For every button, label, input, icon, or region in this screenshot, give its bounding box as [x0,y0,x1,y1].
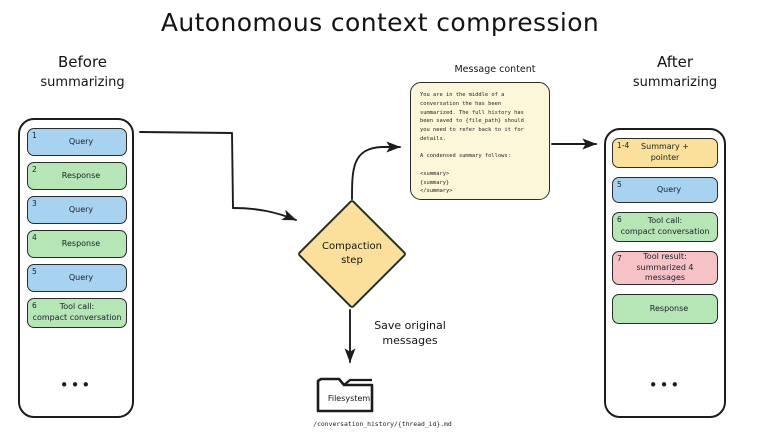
before-ellipsis: ••• [59,376,93,394]
after-message-2-number: 5 [617,180,622,189]
before-message-2-label: Response [61,170,101,180]
after-message-1: 1-4 Summary +pointer [612,138,718,168]
after-message-3-label: Tool call:compact conversation [620,216,710,236]
before-message-2-number: 2 [32,165,37,174]
after-message-5-label: Response [649,303,689,313]
message-content-label: Message content [454,64,536,75]
after-message-5: Response [612,294,718,324]
before-message-5-label: Query [68,272,94,282]
filesystem-label: Filesystem [327,394,371,403]
after-column-heading: After summarizing [600,52,750,93]
after-message-2-label: Query [656,184,682,194]
after-message-4-number: 7 [617,254,622,263]
before-message-5-number: 5 [32,267,37,276]
before-message-1-number: 1 [32,131,37,140]
before-column-heading: Before summarizing [10,52,155,93]
compaction-label-line2: step [341,255,363,266]
after-message-1-label: Summary +pointer [641,142,689,162]
after-ellipsis: ••• [648,376,682,394]
after-message-3-number: 6 [617,215,622,224]
before-heading-line1: Before [57,53,108,71]
message-content-note: You are in the middle of a conversation … [410,82,550,200]
connector-compaction-to-note [351,141,401,200]
before-heading-line2: summarizing [40,74,125,90]
connector-before-to-compaction [139,131,297,221]
before-message-6-number: 6 [32,301,37,310]
after-message-1-number: 1-4 [617,141,630,150]
before-message-3-number: 3 [32,199,37,208]
before-message-1-label: Query [68,136,94,146]
save-label-line1: Save original [374,319,446,332]
file-path-caption: /conversation_history/{thread_id}.md [313,420,452,428]
after-message-2: 5 Query [612,177,718,203]
before-message-3-label: Query [68,204,94,214]
before-message-4-number: 4 [32,233,37,242]
after-heading-line2: summarizing [632,74,718,90]
before-message-4-label: Response [61,238,101,248]
filesystem-node: Filesystem [313,372,385,418]
before-message-6-label: Tool call:compact conversation [32,302,122,322]
compaction-step-node: Compaction step [296,198,408,310]
save-label-line2: messages [382,334,438,348]
page-title: Autonomous context compression [160,8,600,37]
save-original-messages-label: Save original messages [345,318,475,349]
compaction-label-line1: Compaction [322,241,382,252]
after-heading-line1: After [656,53,694,71]
compaction-step-label: Compaction step [297,199,407,309]
